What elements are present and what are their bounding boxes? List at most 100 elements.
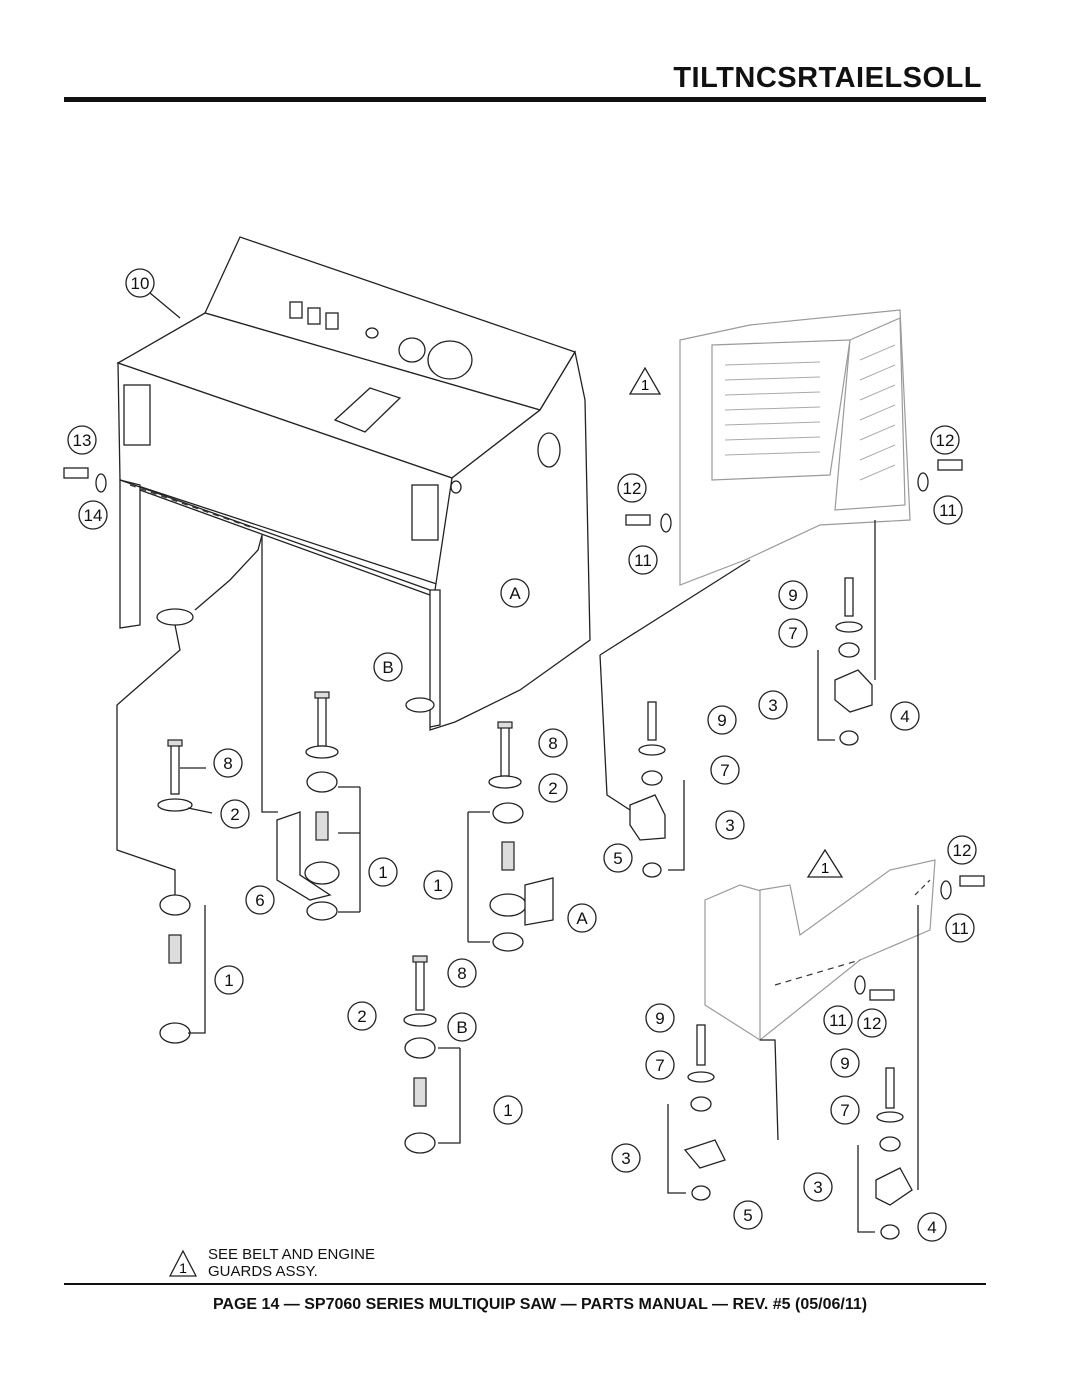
callout-8: 8 [213, 748, 243, 778]
svg-text:7: 7 [788, 624, 797, 643]
svg-text:2: 2 [548, 779, 557, 798]
callout-13: 13 [67, 425, 97, 455]
svg-text:7: 7 [655, 1056, 664, 1075]
page-title: TILTNCSRTAIELSOLL [673, 62, 982, 94]
svg-text:9: 9 [717, 711, 726, 730]
svg-text:1: 1 [433, 876, 442, 895]
callout-6: 6 [245, 885, 275, 915]
svg-text:3: 3 [813, 1178, 822, 1197]
callout-B: B [373, 652, 403, 682]
callout-12: 12 [947, 835, 977, 865]
svg-text:1: 1 [179, 1260, 187, 1276]
callout-5: 5 [603, 843, 633, 873]
isolator-stack-mid [276, 691, 340, 921]
callout-1: 1 [423, 870, 453, 900]
svg-text:A: A [509, 584, 521, 603]
svg-text:11: 11 [829, 1011, 847, 1030]
svg-text:3: 3 [621, 1149, 630, 1168]
callout-8: 8 [538, 728, 568, 758]
svg-text:2: 2 [357, 1007, 366, 1026]
callout-3: 3 [803, 1172, 833, 1202]
callout-11: 11 [628, 545, 658, 575]
svg-text:5: 5 [743, 1206, 752, 1225]
callout-10: 10 [125, 268, 155, 298]
bolt-washer-set [63, 459, 985, 1001]
callout-9: 9 [645, 1003, 675, 1033]
svg-text:9: 9 [788, 586, 797, 605]
leader-lines [116, 292, 919, 1233]
callout-4: 4 [917, 1212, 947, 1242]
isolator-stack-left [157, 739, 193, 1044]
svg-text:1: 1 [821, 860, 829, 877]
callout-9: 9 [707, 705, 737, 735]
mount-stack-lower-mid [683, 1024, 726, 1201]
mount-stack-upper-right [834, 577, 873, 746]
svg-text:1: 1 [224, 971, 233, 990]
svg-text:11: 11 [951, 919, 969, 938]
isolator-stack-center [488, 721, 554, 952]
footnote-line-2: GUARDS ASSY. [208, 1263, 318, 1280]
callout-11: 11 [823, 1005, 853, 1035]
svg-text:13: 13 [73, 431, 92, 450]
svg-text:8: 8 [548, 734, 557, 753]
callout-1: 1 [214, 965, 244, 995]
callout-12: 12 [857, 1008, 887, 1038]
svg-text:1: 1 [378, 863, 387, 882]
svg-text:8: 8 [457, 964, 466, 983]
callout-2: 2 [538, 773, 568, 803]
callout-labels: 10 13 14 12 11 12 11 A B 9 7 3 4 8 2 6 1… [67, 268, 977, 1242]
reference-triangle-upper: 1 [628, 366, 662, 395]
svg-text:2: 2 [230, 805, 239, 824]
svg-text:3: 3 [725, 816, 734, 835]
svg-text:12: 12 [936, 431, 955, 450]
callout-11: 11 [933, 495, 963, 525]
footnote-line-1: SEE BELT AND ENGINE [208, 1246, 375, 1263]
belt-guard-lower [704, 859, 936, 1042]
svg-text:7: 7 [840, 1101, 849, 1120]
callout-1: 1 [493, 1095, 523, 1125]
callout-5: 5 [733, 1200, 763, 1230]
belt-guard-upper [679, 309, 911, 586]
mount-stack-lower-right [875, 1067, 913, 1240]
svg-text:1: 1 [641, 377, 649, 394]
svg-text:11: 11 [634, 551, 652, 570]
callout-B: B [447, 1012, 477, 1042]
callout-3: 3 [611, 1143, 641, 1173]
svg-text:11: 11 [939, 501, 957, 520]
reference-triangle-lower: 1 [806, 848, 844, 878]
exploded-parts-diagram: 10 13 14 12 11 12 11 A B 9 7 3 4 8 2 6 1… [63, 236, 985, 1242]
callout-12: 12 [617, 473, 647, 503]
svg-text:12: 12 [623, 479, 642, 498]
svg-text:B: B [456, 1018, 467, 1037]
mount-stack-mid-right [629, 701, 666, 878]
svg-text:8: 8 [223, 754, 232, 773]
callout-7: 7 [645, 1050, 675, 1080]
svg-text:14: 14 [84, 506, 103, 525]
callout-7: 7 [778, 618, 808, 648]
callout-2: 2 [347, 1001, 377, 1031]
svg-text:10: 10 [131, 274, 150, 293]
callout-3: 3 [758, 690, 788, 720]
svg-text:6: 6 [255, 891, 264, 910]
svg-text:9: 9 [840, 1054, 849, 1073]
callout-1: 1 [368, 857, 398, 887]
callout-8: 8 [447, 958, 477, 988]
callout-12: 12 [930, 425, 960, 455]
svg-text:A: A [576, 909, 588, 928]
svg-text:3: 3 [768, 696, 777, 715]
callout-14: 14 [78, 500, 108, 530]
svg-text:7: 7 [720, 761, 729, 780]
svg-text:9: 9 [655, 1009, 664, 1028]
footer-rule [64, 1283, 986, 1285]
callout-9: 9 [830, 1048, 860, 1078]
note-triangle-icon: 1 [168, 1249, 198, 1277]
svg-text:4: 4 [927, 1218, 936, 1237]
svg-text:B: B [382, 658, 393, 677]
header-rule [64, 97, 986, 102]
page-footer: PAGE 14 — SP7060 SERIES MULTIQUIP SAW — … [212, 1296, 868, 1313]
callout-7: 7 [710, 755, 740, 785]
callout-4: 4 [890, 701, 920, 731]
callout-3: 3 [715, 810, 745, 840]
callout-9: 9 [778, 580, 808, 610]
svg-text:1: 1 [503, 1101, 512, 1120]
